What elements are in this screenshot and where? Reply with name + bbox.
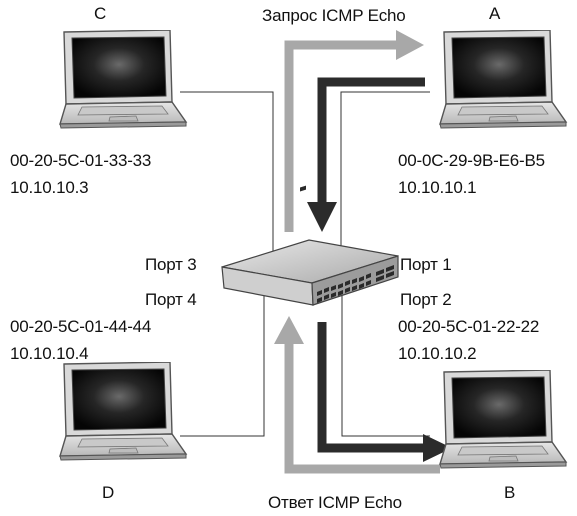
host-d-mac: 00-20-5C-01-44-44 xyxy=(10,317,152,336)
port-4-label: Порт 4 xyxy=(145,290,197,309)
host-c-mac: 00-20-5C-01-33-33 xyxy=(10,151,152,170)
cable-b xyxy=(341,290,430,437)
laptop-a xyxy=(439,30,567,129)
laptop-d xyxy=(59,362,187,461)
port-1-label: Порт 1 xyxy=(400,255,452,274)
cable-d xyxy=(180,292,265,437)
request-arrow xyxy=(284,30,424,232)
host-a-ip: 10.10.10.1 xyxy=(398,178,477,197)
port-3-label: Порт 3 xyxy=(145,255,197,274)
request-label: Запрос ICMP Echo xyxy=(262,6,406,25)
host-d-name: D xyxy=(102,483,115,502)
reply-arrow-up xyxy=(274,316,440,474)
host-a-mac: 00-0C-29-9B-E6-B5 xyxy=(398,151,545,170)
cable-lines xyxy=(180,91,430,437)
cable-a xyxy=(340,91,430,255)
reply-label: Ответ ICMP Echo xyxy=(268,493,402,512)
laptop-b xyxy=(439,370,567,469)
host-b-mac: 00-20-5C-01-22-22 xyxy=(398,317,540,336)
host-a-name: A xyxy=(489,4,501,23)
network-switch xyxy=(221,185,399,306)
host-b-name: B xyxy=(504,483,516,502)
port-2-label: Порт 2 xyxy=(400,290,452,309)
switch-ports xyxy=(317,265,394,303)
reply-arrow-to-b xyxy=(317,322,452,462)
host-d-ip: 10.10.10.4 xyxy=(10,344,89,363)
host-c-ip: 10.10.10.3 xyxy=(10,178,89,197)
host-b-ip: 10.10.10.2 xyxy=(398,344,477,363)
host-c-name: C xyxy=(94,4,107,23)
cable-c xyxy=(180,91,274,260)
reply-arrow-down xyxy=(307,77,425,232)
laptop-c xyxy=(59,30,187,129)
